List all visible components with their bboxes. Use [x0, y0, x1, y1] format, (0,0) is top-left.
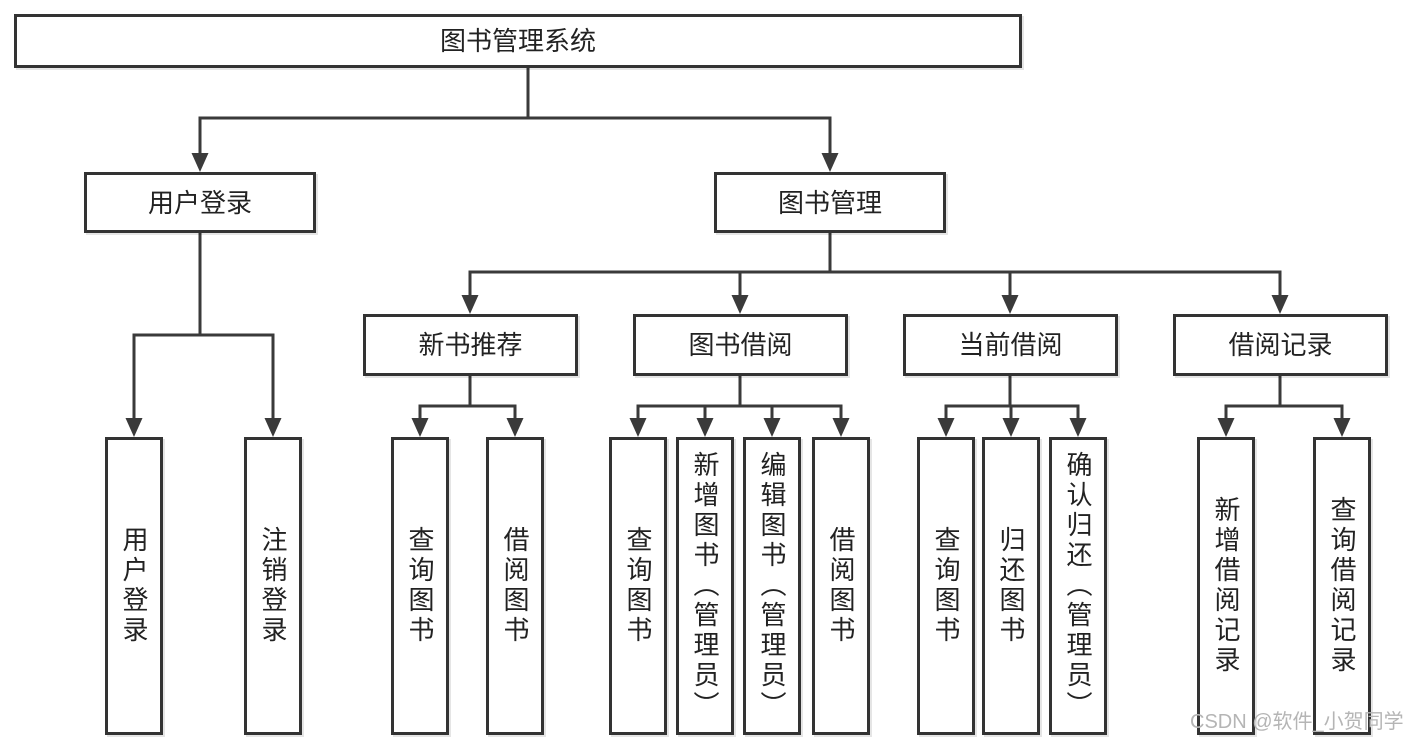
- leaf-label: 新增借阅记录: [1211, 496, 1241, 676]
- leaf-label: 注销登录: [258, 526, 288, 646]
- node-new-book-recommendation: 新书推荐: [363, 314, 578, 376]
- leaf-confirm-return-admin: 确认归还（管理员）: [1049, 437, 1107, 735]
- node-label: 借阅记录: [1228, 330, 1333, 360]
- watermark-text: CSDN @软件_小贺同学: [1190, 711, 1404, 733]
- node-label: 图书管理系统: [439, 26, 596, 56]
- node-book-management: 图书管理: [714, 172, 946, 233]
- node-borrowing-records: 借阅记录: [1173, 314, 1388, 376]
- leaf-label: 借阅图书: [826, 526, 856, 646]
- leaf-add-books-admin: 新增图书（管理员）: [676, 437, 734, 735]
- leaf-label: 用户登录: [119, 526, 149, 646]
- leaf-label: 确认归还（管理员）: [1063, 451, 1093, 721]
- leaf-add-borrow-record: 新增借阅记录: [1197, 437, 1255, 735]
- leaf-edit-books-admin: 编辑图书（管理员）: [743, 437, 801, 735]
- node-label: 新书推荐: [418, 330, 523, 360]
- leaf-logout-login: 注销登录: [244, 437, 302, 735]
- leaf-query-books-current: 查询图书: [917, 437, 975, 735]
- node-label: 图书管理: [777, 187, 882, 218]
- leaf-label: 查询图书: [623, 526, 653, 646]
- leaf-borrow-books-borrowing: 借阅图书: [812, 437, 870, 735]
- node-label: 图书借阅: [688, 330, 793, 360]
- leaf-label: 新增图书（管理员）: [690, 451, 720, 721]
- leaf-label: 借阅图书: [500, 526, 530, 646]
- leaf-query-books-recommend: 查询图书: [391, 437, 449, 735]
- leaf-query-books-borrowing: 查询图书: [609, 437, 667, 735]
- leaf-label: 归还图书: [996, 526, 1026, 646]
- node-label: 用户登录: [147, 187, 252, 218]
- node-book-borrowing: 图书借阅: [633, 314, 848, 376]
- node-current-borrowing: 当前借阅: [903, 314, 1118, 376]
- node-label: 当前借阅: [958, 330, 1063, 360]
- leaf-return-books: 归还图书: [982, 437, 1040, 735]
- node-user-login: 用户登录: [84, 172, 316, 233]
- leaf-borrow-books-recommend: 借阅图书: [486, 437, 544, 735]
- leaf-label: 查询图书: [931, 526, 961, 646]
- leaf-label: 查询图书: [405, 526, 435, 646]
- node-library-management-system: 图书管理系统: [14, 14, 1022, 68]
- leaf-label: 查询借阅记录: [1327, 496, 1357, 676]
- leaf-label: 编辑图书（管理员）: [757, 451, 787, 721]
- leaf-query-borrow-record: 查询借阅记录: [1313, 437, 1371, 735]
- leaf-user-login: 用户登录: [105, 437, 163, 735]
